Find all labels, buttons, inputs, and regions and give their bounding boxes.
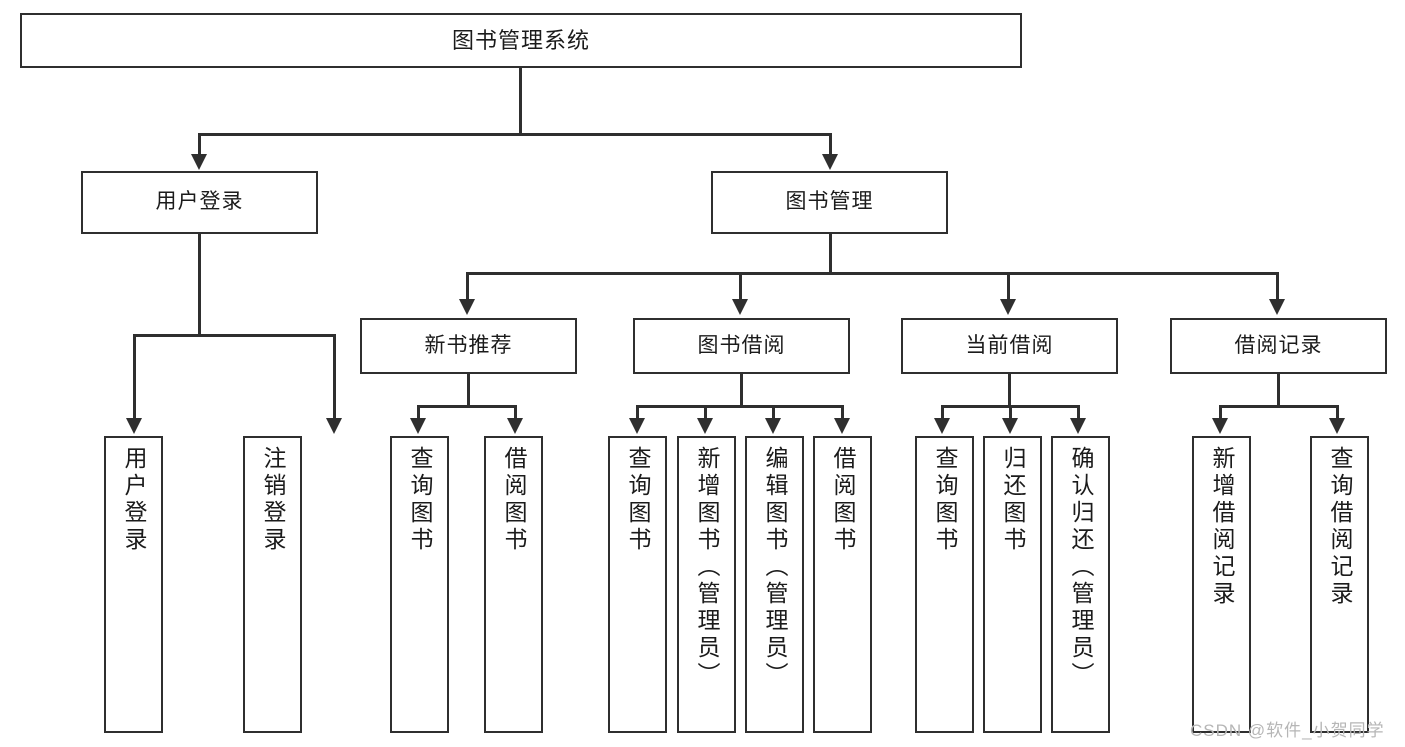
arrowhead-to-borrow-record bbox=[1269, 299, 1285, 315]
leaf-bb-query-books[interactable]: 查询图书 bbox=[608, 436, 667, 733]
leaf-cb-confirm-return-admin[interactable]: 确认归还（管理员） bbox=[1051, 436, 1110, 733]
node-label: 当前借阅 bbox=[965, 333, 1054, 357]
connector-bb-drop-4 bbox=[841, 405, 844, 419]
connector-bb-stem bbox=[740, 374, 743, 407]
node-label: 图书借阅 bbox=[697, 333, 786, 357]
node-label: 查询借阅记录 bbox=[1327, 446, 1353, 608]
leaf-bb-borrow-books[interactable]: 借阅图书 bbox=[813, 436, 872, 733]
leaf-nbr-query-books[interactable]: 查询图书 bbox=[390, 436, 449, 733]
connector-br-drop-1 bbox=[1219, 405, 1222, 419]
connector-br-bus bbox=[1219, 405, 1338, 408]
arrowhead-to-bb-leaf-2 bbox=[697, 418, 713, 434]
node-label: 查询图书 bbox=[932, 446, 958, 554]
connector-nbr-stem bbox=[467, 374, 470, 407]
leaf-bb-edit-book-admin[interactable]: 编辑图书（管理员） bbox=[745, 436, 804, 733]
arrowhead-to-cb-leaf-2 bbox=[1002, 418, 1018, 434]
leaf-logout[interactable]: 注销登录 bbox=[243, 436, 302, 733]
node-label: 查询图书 bbox=[407, 446, 433, 554]
arrowhead-to-leaf-logout bbox=[326, 418, 342, 434]
leaf-nbr-borrow-books[interactable]: 借阅图书 bbox=[484, 436, 543, 733]
connector-book-management-bus bbox=[466, 272, 1279, 275]
connector-user-login-drop-1 bbox=[133, 334, 136, 419]
node-label: 用户登录 bbox=[155, 190, 244, 214]
node-book-borrow[interactable]: 图书借阅 bbox=[633, 318, 850, 374]
connector-bb-bus bbox=[636, 405, 844, 408]
connector-bb-drop-2 bbox=[704, 405, 707, 419]
connector-user-login-stem bbox=[198, 234, 201, 336]
node-label: 图书管理系统 bbox=[451, 27, 590, 53]
arrowhead-to-new-book-recommend bbox=[459, 299, 475, 315]
arrowhead-to-bb-leaf-4 bbox=[834, 418, 850, 434]
connector-root-drop-left bbox=[198, 133, 201, 155]
connector-bm-drop-2 bbox=[739, 272, 742, 300]
node-label: 新增借阅记录 bbox=[1209, 446, 1235, 608]
arrowhead-to-bb-leaf-3 bbox=[765, 418, 781, 434]
node-current-borrow[interactable]: 当前借阅 bbox=[901, 318, 1118, 374]
node-user-login[interactable]: 用户登录 bbox=[81, 171, 318, 234]
connector-nbr-drop-2 bbox=[514, 405, 517, 419]
connector-root-drop-right bbox=[829, 133, 832, 155]
arrowhead-to-cb-leaf-3 bbox=[1070, 418, 1086, 434]
arrowhead-to-current-borrow bbox=[1000, 299, 1016, 315]
connector-cb-stem bbox=[1008, 374, 1011, 407]
arrowhead-to-book-borrow bbox=[732, 299, 748, 315]
leaf-cb-query-books[interactable]: 查询图书 bbox=[915, 436, 974, 733]
node-borrow-record[interactable]: 借阅记录 bbox=[1170, 318, 1387, 374]
arrowhead-to-leaf-user-login bbox=[126, 418, 142, 434]
arrowhead-to-br-leaf-2 bbox=[1329, 418, 1345, 434]
leaf-br-add-record[interactable]: 新增借阅记录 bbox=[1192, 436, 1251, 733]
node-label: 借阅图书 bbox=[501, 446, 527, 554]
leaf-user-login[interactable]: 用户登录 bbox=[104, 436, 163, 733]
node-label: 归还图书 bbox=[1000, 446, 1026, 554]
node-book-management[interactable]: 图书管理 bbox=[711, 171, 948, 234]
leaf-bb-add-book-admin[interactable]: 新增图书（管理员） bbox=[677, 436, 736, 733]
arrowhead-to-bb-leaf-1 bbox=[629, 418, 645, 434]
node-label: 图书管理 bbox=[785, 190, 874, 214]
connector-bm-drop-4 bbox=[1276, 272, 1279, 300]
node-label: 借阅记录 bbox=[1234, 333, 1323, 357]
arrowhead-to-br-leaf-1 bbox=[1212, 418, 1228, 434]
node-label: 注销登录 bbox=[260, 446, 286, 554]
connector-user-login-bus bbox=[133, 334, 336, 337]
node-label: 新增图书（管理员） bbox=[694, 446, 720, 689]
connector-bm-drop-3 bbox=[1007, 272, 1010, 300]
connector-cb-drop-1 bbox=[941, 405, 944, 419]
node-new-book-recommend[interactable]: 新书推荐 bbox=[360, 318, 577, 374]
connector-cb-drop-3 bbox=[1077, 405, 1080, 419]
arrowhead-to-nbr-leaf-2 bbox=[507, 418, 523, 434]
connector-root-stem bbox=[519, 68, 522, 135]
connector-br-stem bbox=[1277, 374, 1280, 407]
connector-book-management-stem bbox=[829, 233, 832, 274]
connector-bb-drop-3 bbox=[772, 405, 775, 419]
node-label: 编辑图书（管理员） bbox=[762, 446, 788, 689]
node-root-book-management-system[interactable]: 图书管理系统 bbox=[20, 13, 1022, 68]
connector-nbr-drop-1 bbox=[417, 405, 420, 419]
connector-bb-drop-1 bbox=[636, 405, 639, 419]
node-label: 新书推荐 bbox=[424, 333, 513, 357]
arrowhead-to-nbr-leaf-1 bbox=[410, 418, 426, 434]
arrowhead-to-user-login bbox=[191, 154, 207, 170]
leaf-br-query-record[interactable]: 查询借阅记录 bbox=[1310, 436, 1369, 733]
node-label: 借阅图书 bbox=[830, 446, 856, 554]
node-label: 用户登录 bbox=[121, 446, 147, 554]
connector-bm-drop-1 bbox=[466, 272, 469, 300]
arrowhead-to-cb-leaf-1 bbox=[934, 418, 950, 434]
connector-user-login-drop-2 bbox=[333, 334, 336, 419]
leaf-cb-return-books[interactable]: 归还图书 bbox=[983, 436, 1042, 733]
connector-br-drop-2 bbox=[1336, 405, 1339, 419]
node-label: 查询图书 bbox=[625, 446, 651, 554]
arrowhead-to-book-management bbox=[822, 154, 838, 170]
node-label: 确认归还（管理员） bbox=[1068, 446, 1094, 689]
connector-cb-drop-2 bbox=[1009, 405, 1012, 419]
connector-nbr-bus bbox=[417, 405, 517, 408]
connector-root-bus bbox=[198, 133, 832, 136]
